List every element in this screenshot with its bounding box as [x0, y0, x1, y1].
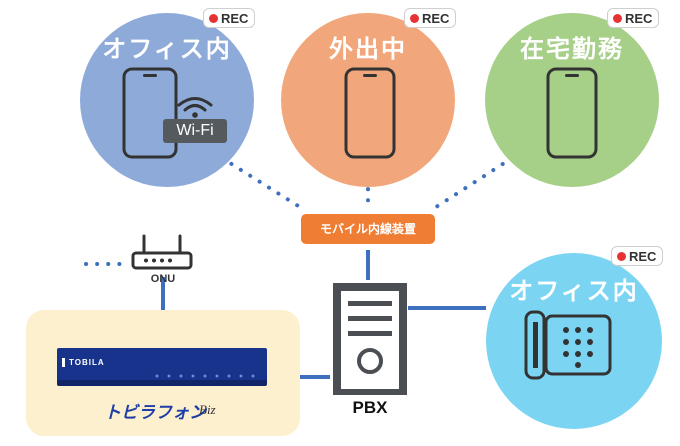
device-logo-mark	[62, 358, 65, 367]
rec-badge-label: REC	[221, 10, 249, 26]
onu-label: ONU	[150, 273, 176, 285]
circle-outside-label: 外出中	[329, 35, 407, 63]
circle-remote-label: 在宅勤務	[520, 35, 624, 63]
wifi-label: Wi-Fi	[163, 119, 227, 143]
pbx-label: PBX	[352, 398, 388, 417]
device-brand: TOBILA	[69, 358, 105, 367]
circle-office-desk: オフィス内	[486, 253, 662, 429]
server-icon	[333, 283, 407, 395]
rec-dot-icon	[617, 251, 626, 261]
product-logo: トビラフォン	[104, 403, 206, 423]
tobila-device: TOBILA	[57, 348, 267, 386]
device-ports	[155, 374, 255, 378]
circle-office-desk-label: オフィス内	[509, 277, 639, 305]
circle-office-mobile: オフィス内	[80, 13, 254, 187]
rec-badge: REC	[203, 8, 256, 28]
product-logo-suffix: Biz	[199, 402, 216, 417]
rec-badge: REC	[611, 246, 664, 266]
rec-dot-icon	[613, 13, 622, 23]
rec-badge-label: REC	[625, 10, 653, 26]
dotted-line-remote	[431, 156, 514, 211]
circle-office-mobile-label: オフィス内	[102, 35, 232, 63]
rec-dot-icon	[209, 13, 218, 23]
phone-icon	[546, 67, 598, 159]
wifi-icon	[177, 97, 213, 118]
router-icon	[131, 234, 193, 270]
rec-badge-label: REC	[629, 248, 657, 264]
rec-badge: REC	[607, 8, 660, 28]
phone-icon	[122, 67, 178, 159]
rec-dot-icon	[410, 13, 419, 23]
desk-phone-icon	[524, 310, 612, 380]
rec-badge-label: REC	[422, 10, 450, 26]
phone-icon	[344, 67, 396, 159]
mobile-extension-box: モバイル内線装置	[301, 214, 435, 244]
rec-badge: REC	[404, 8, 457, 28]
circle-remote: 在宅勤務	[485, 13, 659, 187]
dotted-line-office	[220, 156, 305, 211]
